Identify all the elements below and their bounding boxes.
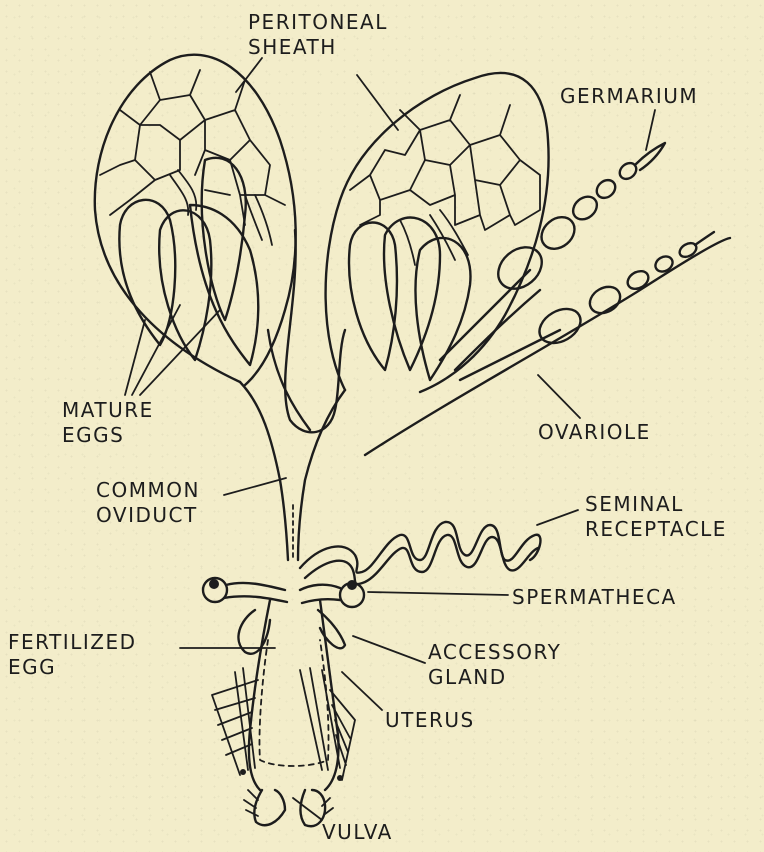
- label-fertilized-egg-line-2: EGG: [8, 655, 136, 680]
- leader-ovariole: [538, 375, 580, 418]
- right-ovary-outline: [326, 73, 549, 392]
- vulva-structure: [244, 790, 333, 826]
- spermathecae: [203, 578, 364, 607]
- label-uterus-line-1: UTERUS: [385, 708, 475, 733]
- left-ovary-filaments: [170, 170, 272, 245]
- germarium-tip-lower: [695, 232, 714, 245]
- label-spermatheca: SPERMATHECA: [512, 585, 677, 610]
- leader-germarium: [646, 110, 655, 150]
- label-ovariole: OVARIOLE: [538, 420, 651, 445]
- uterus-right-bristles: [300, 668, 355, 780]
- leader-common-oviduct: [224, 478, 286, 495]
- chain-bead-3: [569, 192, 602, 224]
- label-germarium-line-1: GERMARIUM: [560, 84, 698, 109]
- label-accessory-gland-line-1: ACCESSORY: [428, 640, 561, 665]
- label-vulva: VULVA: [322, 820, 393, 845]
- label-peritoneal-sheath-line-2: SHEATH: [248, 35, 388, 60]
- label-spermatheca-line-1: SPERMATHECA: [512, 585, 677, 610]
- label-peritoneal-sheath: PERITONEAL SHEATH: [248, 10, 388, 60]
- leader-vulva: [293, 798, 322, 820]
- uterus-node-left: [240, 769, 246, 775]
- uterus-node-right: [337, 775, 343, 781]
- left-ovary-egg-3: [202, 158, 246, 320]
- leader-peritoneal-right: [357, 75, 398, 130]
- right-lateral-oviduct: [298, 390, 345, 560]
- fertilized-egg-outline: [259, 640, 328, 766]
- vulva-left-lobe: [254, 790, 285, 825]
- label-common-oviduct-line-2: OVIDUCT: [96, 503, 200, 528]
- chain-bead-1: [490, 239, 550, 297]
- chain-bead-9: [653, 253, 676, 274]
- label-uterus: UTERUS: [385, 708, 475, 733]
- leader-uterus: [342, 672, 382, 710]
- spermatheca-left-duct: [224, 583, 287, 602]
- label-germarium: GERMARIUM: [560, 84, 698, 109]
- germarium-tip-upper: [636, 143, 665, 170]
- uterus-region: [212, 600, 355, 790]
- label-accessory-gland: ACCESSORY GLAND: [428, 640, 561, 690]
- leader-spermatheca: [368, 592, 508, 595]
- chain-bead-7: [585, 282, 625, 319]
- leader-accessory-gland: [353, 636, 425, 663]
- label-mature-eggs: MATURE EGGS: [62, 398, 154, 448]
- label-accessory-gland-line-2: GLAND: [428, 665, 561, 690]
- left-lateral-oviduct: [240, 382, 288, 560]
- label-common-oviduct-line-1: COMMON: [96, 478, 200, 503]
- chain-bead-4: [593, 176, 619, 201]
- label-mature-eggs-line-1: MATURE: [62, 398, 154, 423]
- chain-bead-8: [624, 268, 651, 293]
- label-fertilized-egg-line-1: FERTILIZED: [8, 630, 136, 655]
- label-ovariole-line-1: OVARIOLE: [538, 420, 651, 445]
- spermatheca-right-dot: [347, 580, 357, 590]
- label-seminal-receptacle: SEMINAL RECEPTACLE: [585, 492, 727, 542]
- left-ovary-egg-1: [119, 200, 175, 345]
- label-fertilized-egg: FERTILIZED EGG: [8, 630, 136, 680]
- label-common-oviduct: COMMON OVIDUCT: [96, 478, 200, 528]
- leader-seminal-receptacle: [537, 510, 578, 525]
- label-seminal-receptacle-line-1: SEMINAL: [585, 492, 727, 517]
- spermatheca-left-dot: [209, 579, 219, 589]
- label-seminal-receptacle-line-2: RECEPTACLE: [585, 517, 727, 542]
- right-ovary-cells: [350, 95, 540, 230]
- right-ovary-egg-1: [349, 223, 397, 371]
- right-ovary: [326, 73, 549, 392]
- label-vulva-line-1: VULVA: [322, 820, 393, 845]
- label-peritoneal-sheath-line-1: PERITONEAL: [248, 10, 388, 35]
- label-mature-eggs-line-2: EGGS: [62, 423, 154, 448]
